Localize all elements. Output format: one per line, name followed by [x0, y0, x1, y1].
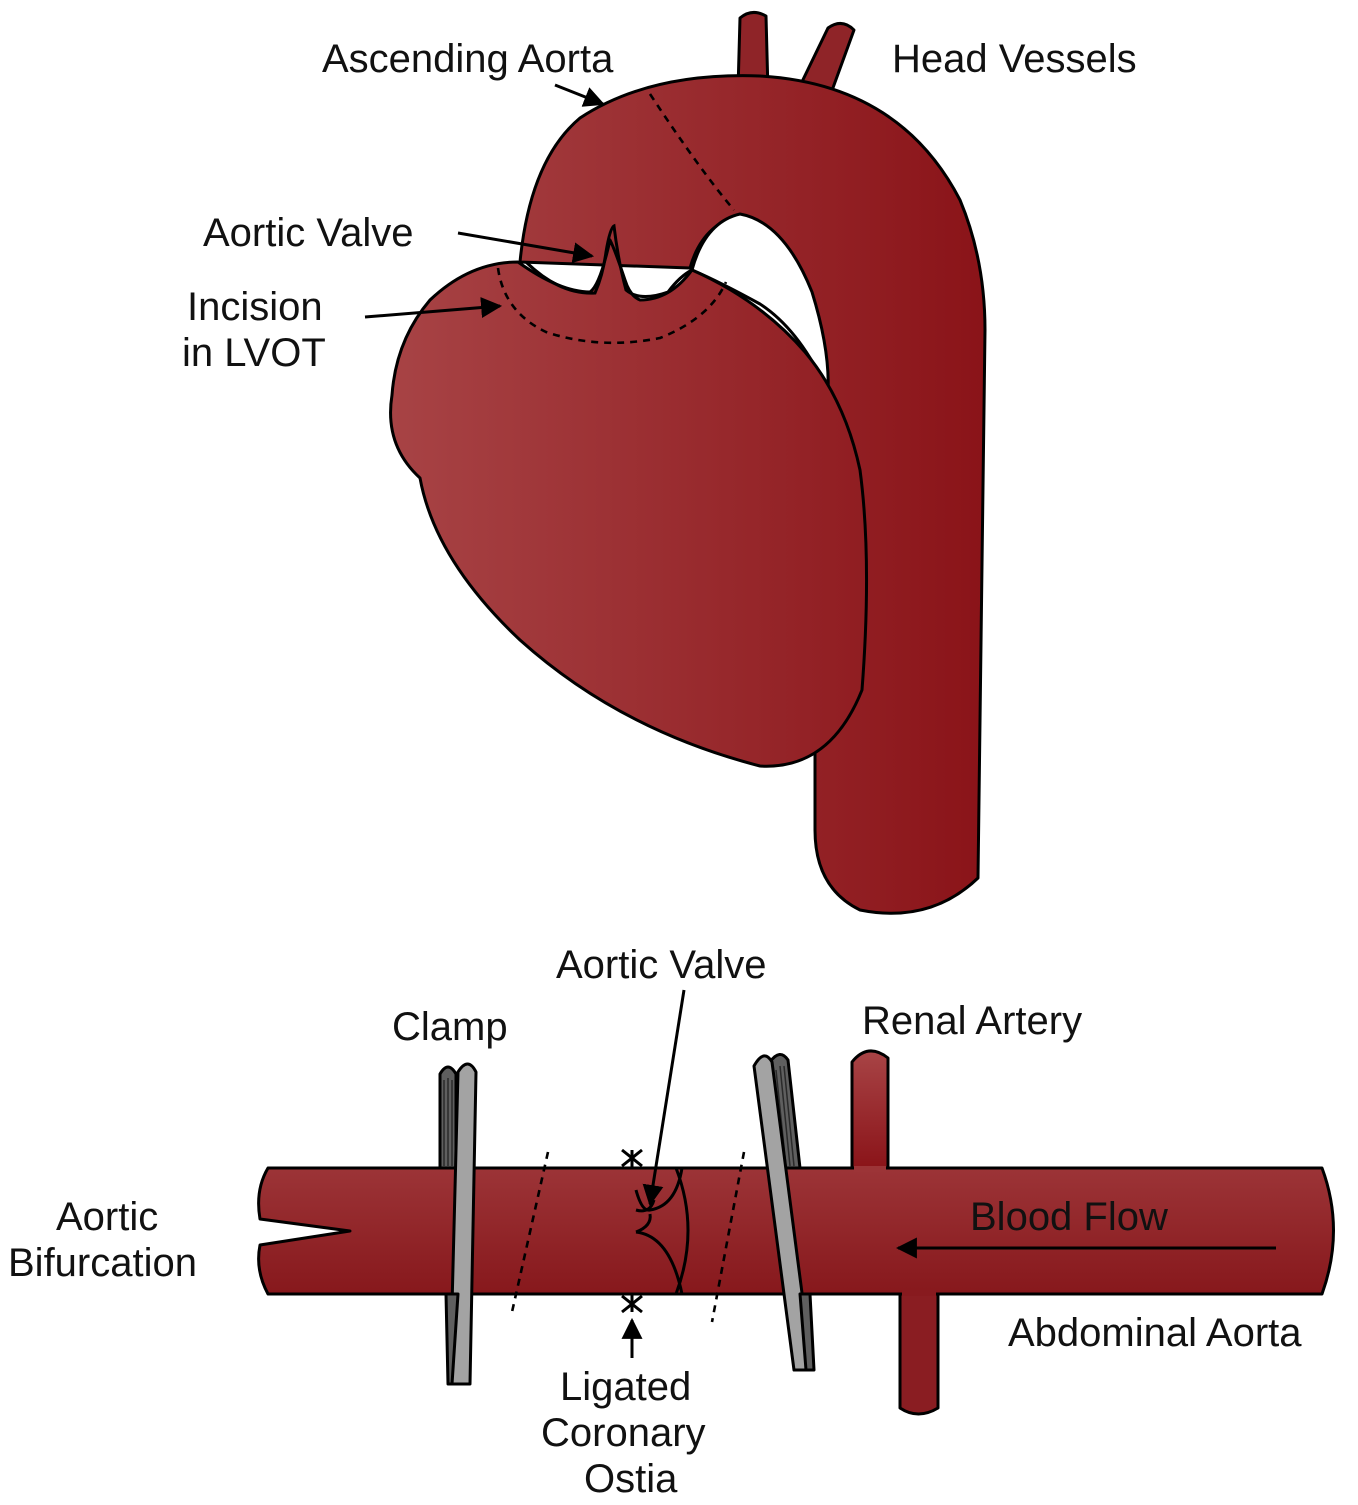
clamp-left: [438, 1062, 478, 1386]
renal-branch-seam: [854, 1166, 886, 1172]
label-abdominal-aorta: Abdominal Aorta: [1008, 1311, 1302, 1355]
label-renal-artery: Renal Artery: [862, 999, 1082, 1043]
heart-illustration: Ascending Aorta Head Vessels Aortic Valv…: [182, 11, 1137, 915]
incision-arrow: [364, 297, 503, 319]
aortic-valve-bottom-arrow: [642, 989, 686, 1207]
label-blood-flow: Blood Flow: [970, 1195, 1168, 1239]
cut-line-right: [710, 1151, 746, 1323]
label-aortic-bifurcation-line1: Aortic: [56, 1195, 158, 1239]
aortic-valve-cusp: [524, 223, 693, 298]
label-aortic-valve-top: Aortic Valve: [203, 211, 413, 255]
lower-branch-seam: [902, 1290, 936, 1296]
label-ligated-line3: Ostia: [584, 1457, 678, 1500]
label-aortic-bifurcation-line2: Bifurcation: [8, 1241, 197, 1285]
ligated-ostium-top: [621, 1148, 643, 1168]
label-ligated-line2: Coronary: [541, 1411, 706, 1455]
aortic-valve-arrow: [457, 231, 595, 264]
head-vessel-left: [736, 11, 770, 94]
cut-line-left: [510, 1151, 550, 1313]
label-ligated-line1: Ligated: [560, 1365, 691, 1409]
label-incision-line2: in LVOT: [182, 331, 326, 375]
valve-cusps: [634, 1167, 690, 1295]
head-vessel-right: [796, 22, 856, 98]
lvot-incision-dashed-line: [496, 267, 728, 345]
abdominal-aorta-tube: [257, 1166, 1335, 1296]
lower-branch: [898, 1290, 940, 1416]
label-aortic-valve-bottom: Aortic Valve: [556, 943, 766, 987]
label-incision-line1: Incision: [187, 285, 323, 329]
ligated-ostium-bottom: [621, 1294, 643, 1314]
ascending-aorta-arrow: [554, 83, 605, 107]
label-clamp: Clamp: [392, 1005, 508, 1049]
clamp-right: [752, 1053, 816, 1372]
aorta-dashed-line: [648, 93, 735, 211]
arch-inner-curve: [690, 212, 830, 394]
renal-artery-branch: [850, 1049, 890, 1172]
label-ascending-aorta: Ascending Aorta: [322, 37, 614, 81]
label-head-vessels: Head Vessels: [892, 37, 1137, 81]
abdominal-aorta-illustration: Aortic Valve Clamp Renal Artery Aortic B…: [8, 943, 1335, 1501]
